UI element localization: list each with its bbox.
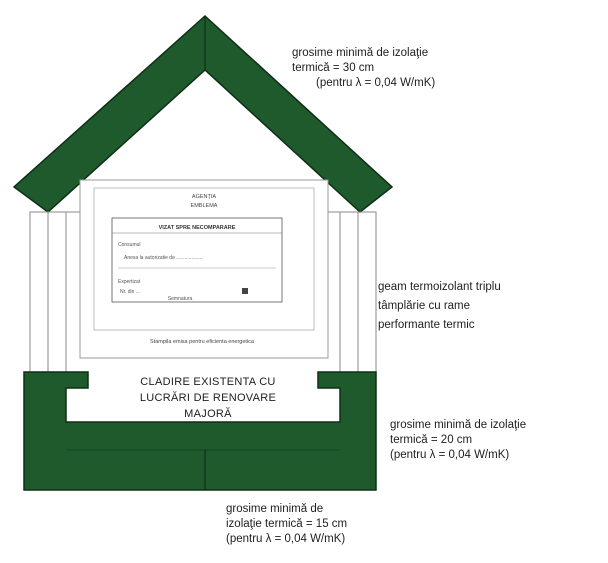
wall-note-line2: termică = 20 cm	[390, 434, 473, 446]
certificate-frame	[79, 179, 329, 359]
building-label-line1: CLADIRE EXISTENTA CU	[140, 376, 276, 388]
certificate-form-box	[111, 217, 283, 303]
roof-insulation-note: grosime minimă de izolaţie termică = 30 …	[292, 46, 435, 91]
right-wall	[339, 211, 377, 373]
left-wall	[29, 211, 67, 373]
window-note-line3: performante termic	[378, 319, 475, 331]
floor-note-line2: izolaţie termică = 15 cm	[226, 518, 348, 530]
certificate-field2-label: Expertizat	[118, 279, 141, 285]
wall-note-line3: (pentru λ = 0,04 W/mK)	[390, 449, 510, 461]
certificate-header2: EMBLEMA	[191, 203, 218, 209]
roof-note-line3: (pentru λ = 0,04 W/mK)	[316, 77, 436, 89]
certificate-title: VIZAT SPRE NECOMPARARE	[159, 225, 236, 231]
building-label: CLADIRE EXISTENTA CU LUCRĂRI DE RENOVARE…	[100, 374, 316, 422]
certificate-field1-label: Consumul	[118, 242, 141, 248]
certificate-header1: AGENŢIA	[192, 194, 216, 200]
floor-note-line1: grosime minimă de	[226, 503, 324, 515]
wall-note-line1: grosime minimă de izolaţie	[390, 419, 527, 431]
certificate-stamp-mark	[242, 288, 248, 294]
floor-note-line3: (pentru λ = 0,04 W/mK)	[226, 533, 346, 545]
certificate-inner-frame	[93, 187, 315, 331]
floor-insulation-note: grosime minimă de izolaţie termică = 15 …	[226, 502, 347, 547]
building-label-line3: MAJORĂ	[184, 408, 232, 420]
certificate-field2-value: Nr. din ...	[120, 289, 140, 295]
certificate-footer: Stampila emisa pentru eficienta energeti…	[150, 339, 255, 345]
certificate-field3-value: Semnatura	[168, 296, 193, 302]
window-note-line2: tâmplărie cu rame	[378, 300, 471, 312]
base-insulation	[23, 371, 377, 491]
roof-note-line1: grosime minimă de izolaţie	[292, 47, 429, 59]
window-note: geam termoizolant triplu tâmplărie cu ra…	[378, 278, 501, 335]
certificate-field1-value: Anexa la autorizatie de ................…	[124, 255, 203, 261]
roof-note-line2: termică = 30 cm	[292, 62, 375, 74]
wall-insulation-note: grosime minimă de izolaţie termică = 20 …	[390, 418, 526, 463]
window-note-line1: geam termoizolant triplu	[378, 281, 501, 293]
building-label-line2: LUCRĂRI DE RENOVARE	[139, 392, 277, 404]
